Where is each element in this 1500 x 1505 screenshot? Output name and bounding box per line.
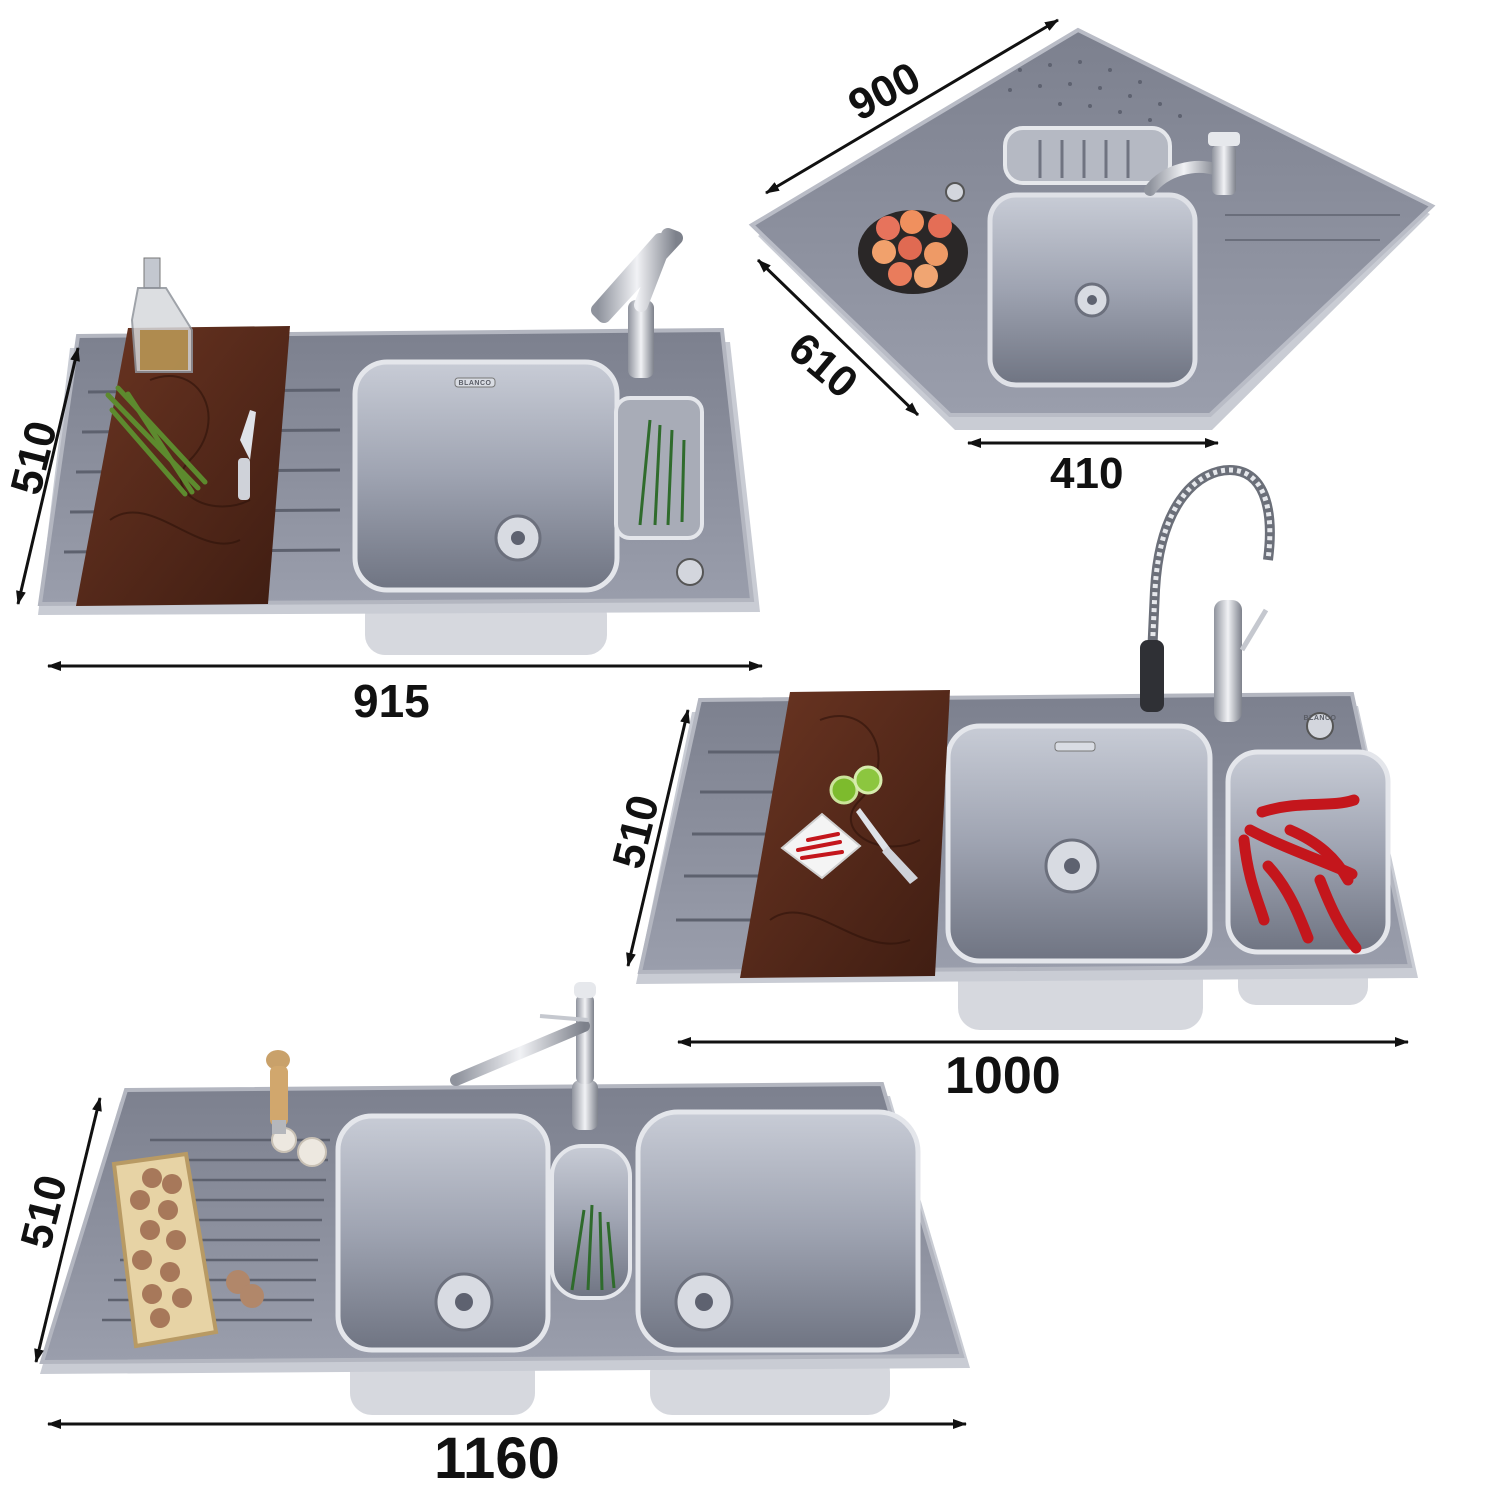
sink1-main-bowl <box>352 359 620 593</box>
dim-arrow-510-a <box>16 347 80 605</box>
corner-waste-button <box>945 182 965 202</box>
pepper-grinder <box>266 1050 290 1134</box>
lime-halves <box>829 765 883 805</box>
knife-2 <box>856 808 918 884</box>
corner-sink <box>748 18 1436 448</box>
sink1-brand-label: BLANCO <box>459 380 492 387</box>
corner-faucet <box>1144 132 1240 196</box>
dim-arrow-510-b <box>626 709 690 967</box>
dim-label-410: 410 <box>1050 449 1124 498</box>
sink2-waste-button <box>1306 712 1334 740</box>
knife <box>238 410 256 500</box>
sink1-waste-button <box>676 558 704 586</box>
dim-label-1000: 1000 <box>945 1047 1061 1105</box>
sink2-brand-label: BLANCO <box>1304 715 1337 722</box>
pepper-dish <box>780 812 862 880</box>
corner-drainer-grooves <box>1225 214 1400 241</box>
dim-arrow-510-c <box>34 1097 102 1363</box>
sink2-faucet <box>1140 464 1275 722</box>
dim-label-1160: 1160 <box>434 1426 560 1491</box>
rosemary <box>570 1204 616 1291</box>
loose-mushrooms <box>226 1270 264 1308</box>
oil-bottle <box>130 257 193 373</box>
asparagus <box>105 385 208 497</box>
herbs <box>638 419 686 526</box>
sink3-faucet <box>450 982 598 1130</box>
dim-arrow-900 <box>765 18 1059 195</box>
sink-915: BLANCO <box>16 228 763 671</box>
corner-basket <box>1003 126 1172 185</box>
sink-1160 <box>34 982 970 1429</box>
dim-label-915: 915 <box>353 675 430 727</box>
mushroom-crate <box>111 1151 219 1349</box>
dim-arrow-610 <box>756 258 920 417</box>
sink1-faucet <box>591 228 683 378</box>
peach-bowl <box>858 210 968 294</box>
sink-1000: BLANCO <box>626 464 1418 1047</box>
chili-peppers <box>1238 794 1362 954</box>
sink3-left-bowl <box>335 1113 551 1353</box>
